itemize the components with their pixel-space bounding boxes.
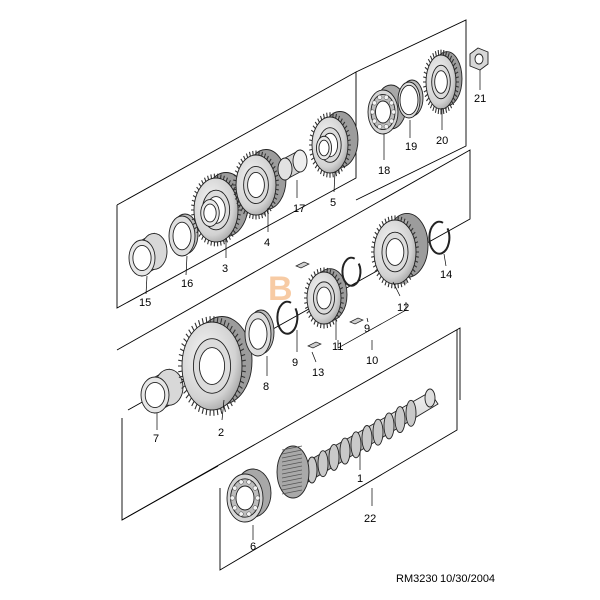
gear-part-5 — [309, 111, 359, 178]
snap-ring-part-9-lower — [276, 300, 299, 335]
leader-line — [333, 171, 336, 193]
synchro-ring-part-8 — [244, 309, 275, 357]
callout-part-8: 8 — [263, 381, 269, 393]
assembly-frame-upper — [116, 19, 467, 309]
gear-part-20 — [423, 49, 463, 115]
nut-part-21 — [469, 47, 489, 71]
callout-part-16: 16 — [181, 278, 193, 290]
callout-part-15: 15 — [139, 297, 151, 309]
callout-part-19: 19 — [405, 141, 417, 153]
leader-line — [185, 255, 188, 276]
callout-part-4: 4 — [264, 237, 270, 249]
leader-line — [221, 399, 225, 421]
hub-part-11 — [304, 267, 348, 329]
leader-line — [145, 275, 148, 295]
leader-line — [311, 351, 317, 363]
spacer-part-17 — [277, 149, 308, 181]
callout-part-18: 18 — [378, 165, 390, 177]
bracket-part-10 — [337, 302, 407, 349]
callout-part-13: 13 — [312, 367, 324, 379]
shifting-key-part-13-right — [349, 317, 364, 325]
needle-bearing-part-15 — [128, 232, 168, 277]
gear-part-2 — [178, 316, 253, 416]
callout-part-10: 10 — [366, 355, 378, 367]
ball-bearing-part-18 — [367, 84, 407, 135]
snap-ring-part-19 — [397, 79, 424, 119]
callout-part-2: 2 — [218, 427, 224, 439]
callout-part-7: 7 — [153, 433, 159, 445]
leader-line — [392, 281, 401, 297]
assembly-frame-shaft — [219, 330, 458, 571]
callout-part-20: 20 — [436, 135, 448, 147]
callout-part-6: 6 — [250, 541, 256, 553]
leader-line — [443, 253, 447, 267]
ball-bearing-part-6 — [226, 468, 272, 523]
callout-part-22: 22 — [364, 513, 376, 525]
callout-part-3: 3 — [222, 263, 228, 275]
callout-part-14: 14 — [440, 269, 452, 281]
callout-part-1: 1 — [357, 473, 363, 485]
snap-ring-part-9-upper — [341, 256, 362, 287]
snap-ring-part-14 — [428, 220, 451, 255]
drawing-date: 10/30/2004 — [440, 573, 495, 585]
drawing-code: RM3230 — [396, 573, 438, 585]
sleeve-part-12 — [371, 212, 429, 289]
callout-part-9: 9 — [292, 357, 298, 369]
callout-part-21: 21 — [474, 93, 486, 105]
callout-part-9: 9 — [364, 323, 370, 335]
shifting-key-part-13 — [307, 341, 322, 349]
callout-part-12: 12 — [397, 302, 409, 314]
leader-line — [366, 317, 369, 323]
output-shaft-part-1 — [276, 388, 439, 499]
callout-part-5: 5 — [330, 197, 336, 209]
callout-part-17: 17 — [293, 203, 305, 215]
needle-bearing-part-7 — [140, 368, 184, 414]
assembly-frame-lower — [121, 327, 461, 521]
shifting-key-part-13-top — [295, 261, 310, 269]
synchro-ring-part-16 — [168, 213, 199, 257]
assembly-frame-middle — [116, 149, 471, 411]
callout-part-11: 11 — [332, 341, 343, 353]
gear-part-4 — [233, 149, 287, 220]
